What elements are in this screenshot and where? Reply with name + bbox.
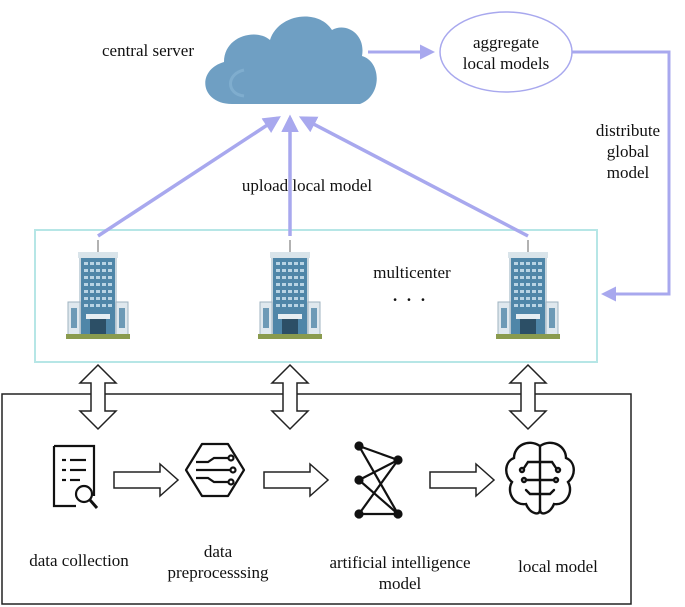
distribute-line-2: global: [606, 142, 650, 161]
upload-label: upload local model: [241, 176, 373, 195]
step-data-preprocessing-label: data preprocesssing: [167, 542, 269, 582]
document-search-icon: [52, 444, 99, 509]
neural-network-icon: [354, 441, 403, 519]
cloud-icon: [205, 16, 377, 105]
aggregate-line-2: local models: [462, 54, 550, 73]
central-server-label: central server: [101, 41, 195, 60]
upload-arrows: [97, 114, 529, 238]
multicenter-box: [34, 229, 598, 363]
aggregate-label: aggregate local models: [440, 32, 572, 74]
building-icon: [257, 239, 323, 340]
multicenter-label: multicenter: [373, 263, 451, 282]
building-icon: [495, 239, 561, 340]
pipeline-arrows: [113, 462, 496, 498]
data-preprocessing-icon: [184, 442, 246, 498]
brain-chip-icon: [505, 441, 575, 515]
distribute-label: distribute global model: [590, 120, 666, 183]
aggregate-line-1: aggregate: [472, 33, 540, 52]
distribute-line-1: distribute: [595, 121, 661, 140]
step-local-model-label: local model: [518, 557, 598, 576]
distribute-arrow: [572, 50, 671, 302]
building-icon: [65, 239, 131, 340]
multicenter-ellipsis: · · ·: [392, 290, 428, 309]
bidirectional-arrows: [78, 363, 548, 431]
local-pipeline-box: [1, 393, 632, 605]
step-data-collection-label: data collection: [29, 551, 129, 570]
step-ai-model-label: artificial intelligence model: [329, 553, 471, 593]
distribute-line-3: model: [606, 163, 650, 182]
